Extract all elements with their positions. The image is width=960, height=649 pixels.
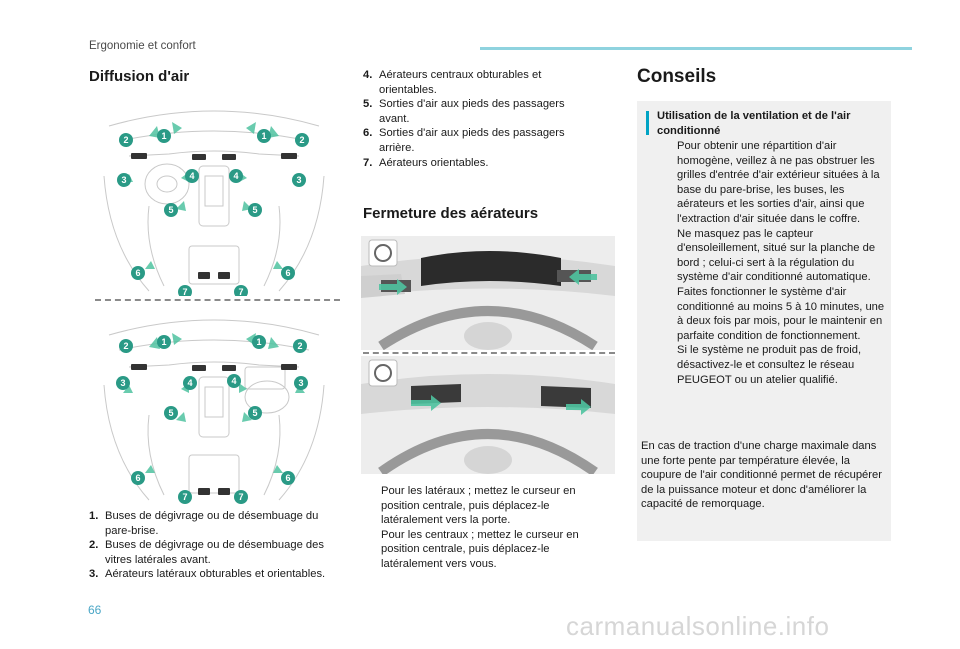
badge-3-left-top: 3 [117, 173, 131, 187]
svg-text:5: 5 [168, 205, 173, 215]
badge-6-left-top: 6 [131, 266, 145, 280]
advice-title: Utilisation de la ventilation et de l'ai… [657, 110, 851, 137]
svg-text:5: 5 [168, 408, 173, 418]
svg-text:5: 5 [252, 408, 257, 418]
badge-3-right-top: 3 [292, 173, 306, 187]
badge-2-right-bottom: 2 [293, 339, 307, 353]
legend-item: 4.Aérateurs centraux obturables et orien… [363, 69, 542, 96]
badge-1-right-top: 1 [257, 129, 271, 143]
legend-list-middle: 4.Aérateurs centraux obturables et orien… [363, 68, 588, 170]
badge-7-left-bottom: 7 [178, 490, 192, 504]
svg-text:7: 7 [238, 287, 243, 296]
legend-list-left: 1.Buses de dégivrage ou de désembuage du… [89, 509, 344, 582]
badge-2-right-top: 2 [295, 133, 309, 147]
badge-1-right-bottom: 1 [252, 335, 266, 349]
svg-text:2: 2 [299, 135, 304, 145]
badge-3-left-bottom: 3 [116, 376, 130, 390]
photo-separator [363, 352, 615, 354]
svg-text:4: 4 [231, 376, 236, 386]
badge-4-right-bottom: 4 [227, 374, 241, 388]
instruction-item: Pour les latéraux ; mettez le curseur en… [381, 485, 576, 527]
air-diffusion-diagram-bottom: 1 1 2 2 3 3 4 4 5 5 6 6 7 7 [89, 305, 339, 505]
svg-text:7: 7 [182, 287, 187, 296]
diagram-separator [95, 299, 340, 301]
advice-box: Utilisation de la ventilation et de l'ai… [637, 101, 891, 541]
badge-2-left-bottom: 2 [119, 339, 133, 353]
badge-6-right-top: 6 [281, 266, 295, 280]
vent-closure-photo-bottom [361, 356, 615, 474]
badge-5-right-bottom: 5 [248, 406, 262, 420]
svg-text:1: 1 [256, 337, 261, 347]
svg-text:3: 3 [298, 378, 303, 388]
badge-6-left-bottom: 6 [131, 471, 145, 485]
badge-1-left-top: 1 [157, 129, 171, 143]
section-title: Ergonomie et confort [89, 40, 196, 52]
watermark: carmanualsonline.info [566, 611, 830, 641]
vent-closure-photo-top [361, 236, 615, 350]
badge-1-left-bottom: 1 [157, 335, 171, 349]
legend-item: 5.Sorties d'air aux pieds des passagers … [363, 98, 565, 125]
svg-text:6: 6 [285, 473, 290, 483]
svg-text:5: 5 [252, 205, 257, 215]
air-diffusion-diagram-top: 1 1 2 2 3 3 4 4 5 5 6 6 7 7 [89, 96, 339, 296]
svg-text:1: 1 [261, 131, 266, 141]
badge-4-left-bottom: 4 [183, 376, 197, 390]
heading-diffusion: Diffusion d'air [89, 68, 190, 85]
advice-item: Pour obtenir une répartition d'air homog… [677, 140, 880, 225]
towing-note: En cas de traction d'une charge maximale… [641, 440, 882, 511]
svg-text:7: 7 [238, 492, 243, 502]
svg-text:4: 4 [233, 171, 238, 181]
info-icon [646, 111, 649, 135]
heading-conseils: Conseils [637, 66, 717, 87]
badge-5-right-top: 5 [248, 203, 262, 217]
badge-5-left-bottom: 5 [164, 406, 178, 420]
advice-item: Ne masquez pas le capteur d'ensoleilleme… [677, 227, 876, 284]
advice-item: Faites fonctionner le système d'air cond… [677, 285, 885, 342]
svg-text:6: 6 [135, 268, 140, 278]
badge-4-left-top: 4 [185, 169, 199, 183]
page-number: 66 [88, 603, 102, 617]
svg-text:3: 3 [296, 175, 301, 185]
badge-7-right-bottom: 7 [234, 490, 248, 504]
badge-3-right-bottom: 3 [294, 376, 308, 390]
advice-list: Pour obtenir une répartition d'air homog… [641, 139, 886, 387]
header-accent-bar [480, 47, 912, 50]
instruction-item: Pour les centraux ; mettez le curseur en… [381, 528, 579, 570]
badge-7-right-top: 7 [234, 285, 248, 296]
badge-2-left-top: 2 [119, 133, 133, 147]
svg-text:3: 3 [120, 378, 125, 388]
svg-text:3: 3 [121, 175, 126, 185]
legend-item: 2.Buses de dégivrage ou de désembuage de… [89, 539, 324, 566]
svg-text:6: 6 [135, 473, 140, 483]
legend-item: 1.Buses de dégivrage ou de désembuage du… [89, 510, 319, 537]
badge-7-left-top: 7 [178, 285, 192, 296]
heading-fermeture: Fermeture des aérateurs [363, 205, 539, 222]
svg-text:4: 4 [189, 171, 194, 181]
svg-text:6: 6 [285, 268, 290, 278]
fermeture-instructions: Pour les latéraux ; mettez le curseur en… [363, 484, 593, 572]
svg-text:1: 1 [161, 337, 166, 347]
svg-text:2: 2 [123, 341, 128, 351]
badge-4-right-top: 4 [229, 169, 243, 183]
legend-item: 6.Sorties d'air aux pieds des passagers … [363, 127, 565, 154]
legend-item: 7.Aérateurs orientables. [363, 156, 489, 169]
badge-6-right-bottom: 6 [281, 471, 295, 485]
badge-5-left-top: 5 [164, 203, 178, 217]
legend-item: 3.Aérateurs latéraux obturables et orien… [89, 568, 326, 581]
svg-text:7: 7 [182, 492, 187, 502]
svg-text:2: 2 [123, 135, 128, 145]
svg-text:1: 1 [161, 131, 166, 141]
advice-item: Si le système ne produit pas de froid, d… [677, 344, 862, 386]
svg-text:4: 4 [187, 378, 192, 388]
svg-text:2: 2 [297, 341, 302, 351]
